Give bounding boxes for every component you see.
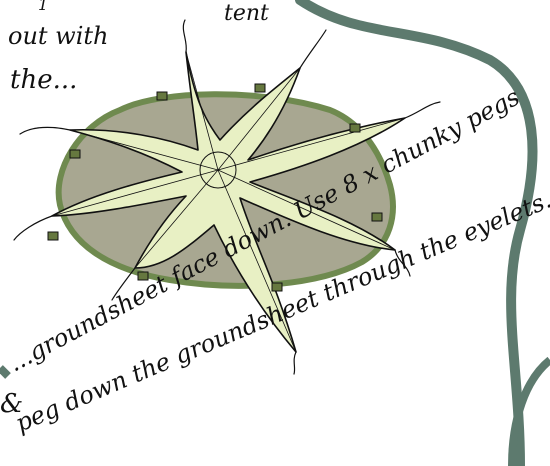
top-line-1: out with bbox=[8, 22, 109, 50]
top-line-1-tail: tent bbox=[224, 1, 269, 26]
panel-border-left bbox=[0, 368, 8, 376]
corner-fragment: 1 bbox=[38, 0, 48, 14]
top-line-2: the... bbox=[10, 65, 77, 95]
